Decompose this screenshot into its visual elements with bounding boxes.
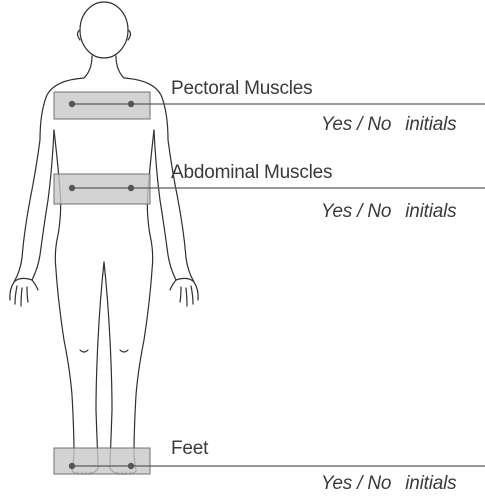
yes-no-field[interactable]: Yes / No (321, 201, 391, 222)
answer-row-abdominal: Yes / No initials (321, 201, 456, 223)
dot-marker-icon (128, 101, 134, 107)
region-feet[interactable] (54, 448, 485, 474)
answer-row-feet: Yes / No initials (321, 473, 456, 495)
region-box[interactable] (54, 448, 150, 474)
yes-no-field[interactable]: Yes / No (321, 114, 391, 135)
region-label-pectoral: Pectoral Muscles (171, 78, 312, 100)
dot-marker-icon (69, 101, 75, 107)
dot-marker-icon (128, 185, 134, 191)
yes-no-field[interactable]: Yes / No (321, 473, 391, 494)
region-label-abdominal: Abdominal Muscles (171, 162, 332, 184)
dot-marker-icon (69, 185, 75, 191)
region-label-feet: Feet (171, 438, 208, 460)
initials-field[interactable]: initials (405, 114, 456, 135)
initials-field[interactable]: initials (405, 473, 456, 494)
region-box[interactable] (54, 174, 150, 204)
dot-marker-icon (69, 463, 75, 469)
region-box[interactable] (54, 92, 150, 119)
initials-field[interactable]: initials (405, 201, 456, 222)
answer-row-pectoral: Yes / No initials (321, 114, 456, 136)
dot-marker-icon (128, 463, 134, 469)
